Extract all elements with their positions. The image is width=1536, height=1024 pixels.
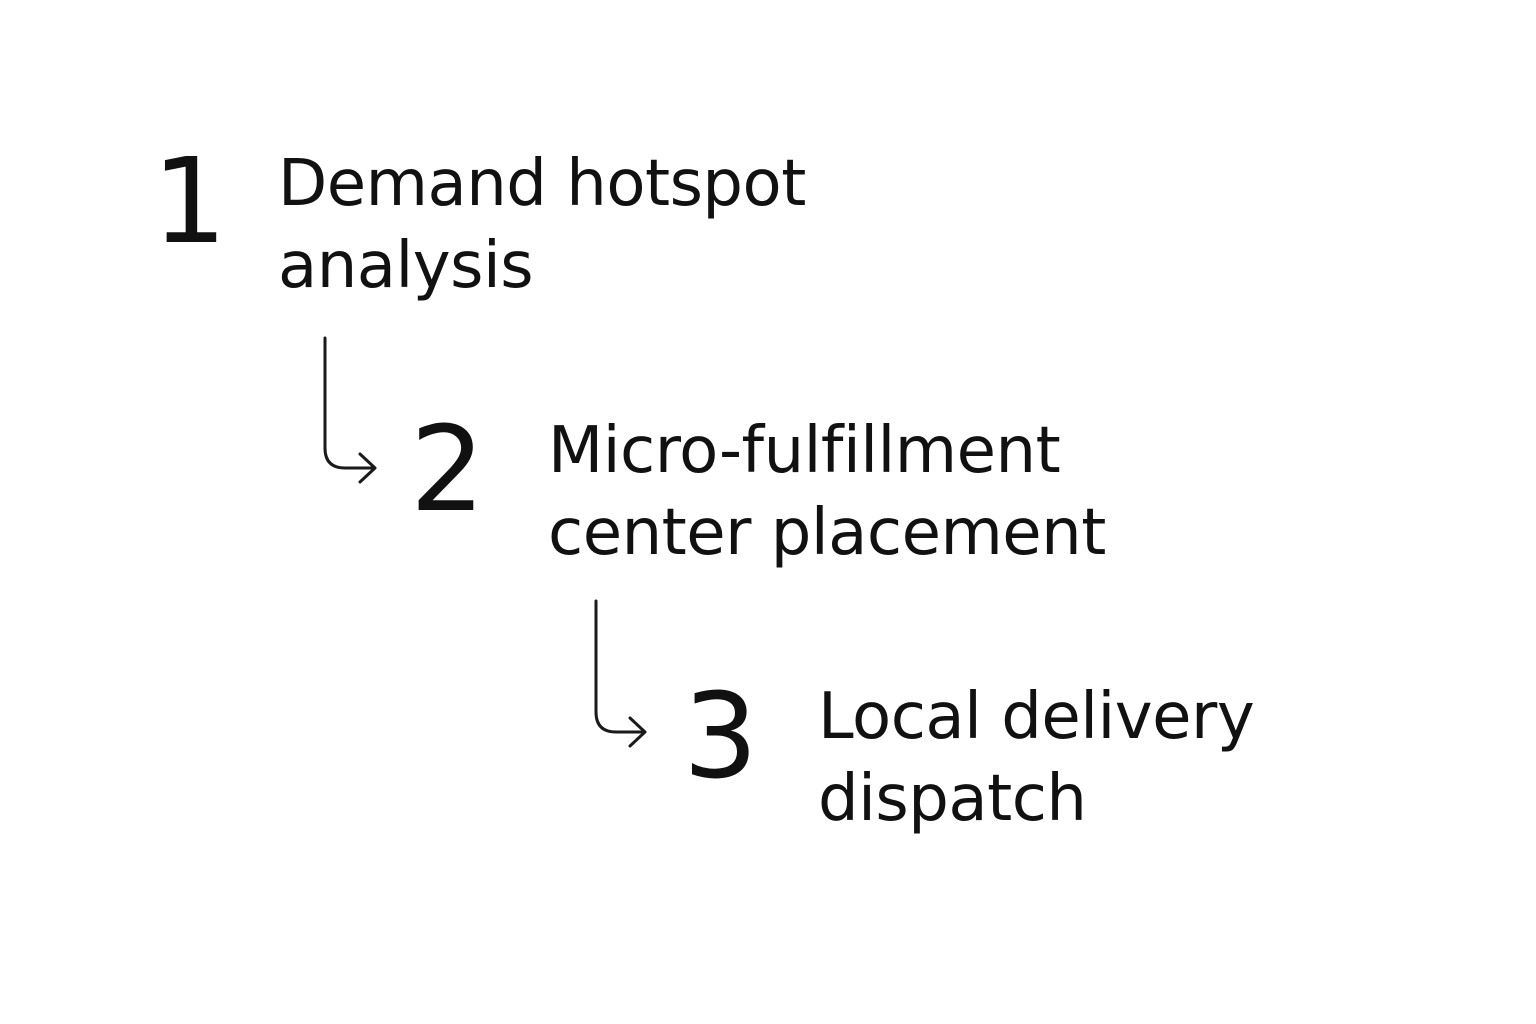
step-1-label: Demand hotspot analysis [278,143,806,307]
step-3-label-line-1: Local delivery [818,680,1255,754]
curved-arrow-down-right-icon [323,336,377,484]
step-2-number: 2 [410,400,486,538]
step-1-label-line-1: Demand hotspot [278,147,806,221]
connector-1-to-2-line [323,336,376,470]
connector-2-to-3-line [594,599,646,734]
step-3-label-line-2: dispatch [818,762,1087,836]
connector-2-to-3-arrowhead [628,716,647,748]
step-3-number: 3 [683,667,759,805]
step-1-label-line-2: analysis [278,229,534,303]
step-2-label-line-1: Micro-fulfillment [548,414,1061,488]
step-2-label-line-2: center placement [548,496,1106,570]
connector-1-to-2-arrowhead [358,452,377,484]
curved-arrow-down-right-icon [594,599,647,748]
step-1-number: 1 [152,132,228,270]
step-3-label: Local delivery dispatch [818,676,1255,840]
step-2-label: Micro-fulfillment center placement [548,410,1106,574]
